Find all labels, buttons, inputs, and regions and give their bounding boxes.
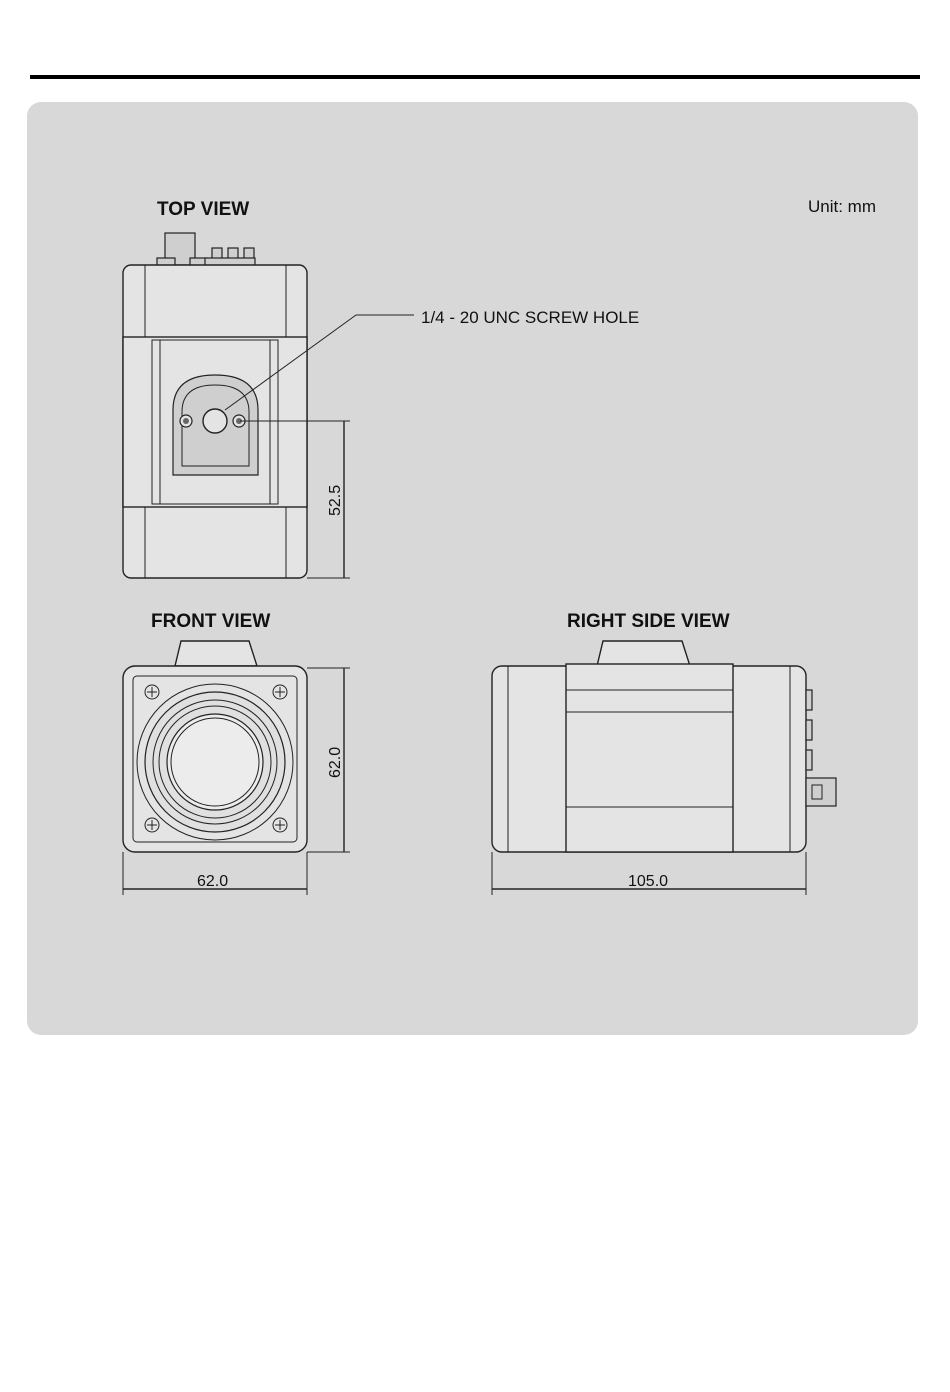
top-view-label: TOP VIEW — [157, 199, 249, 220]
top-view-drawing — [123, 233, 414, 578]
front-height-dimension: 62.0 — [327, 747, 344, 778]
unit-label: Unit: mm — [808, 197, 876, 216]
front-view-drawing — [123, 641, 350, 895]
top-depth-dimension: 52.5 — [327, 485, 344, 516]
front-width-dimension: 62.0 — [197, 873, 228, 890]
screw-hole-callout: 1/4 - 20 UNC SCREW HOLE — [421, 308, 639, 327]
right-side-view-drawing — [492, 641, 836, 895]
front-view-label: FRONT VIEW — [151, 611, 270, 632]
side-length-dimension: 105.0 — [628, 873, 668, 890]
right-side-view-label: RIGHT SIDE VIEW — [567, 611, 730, 632]
